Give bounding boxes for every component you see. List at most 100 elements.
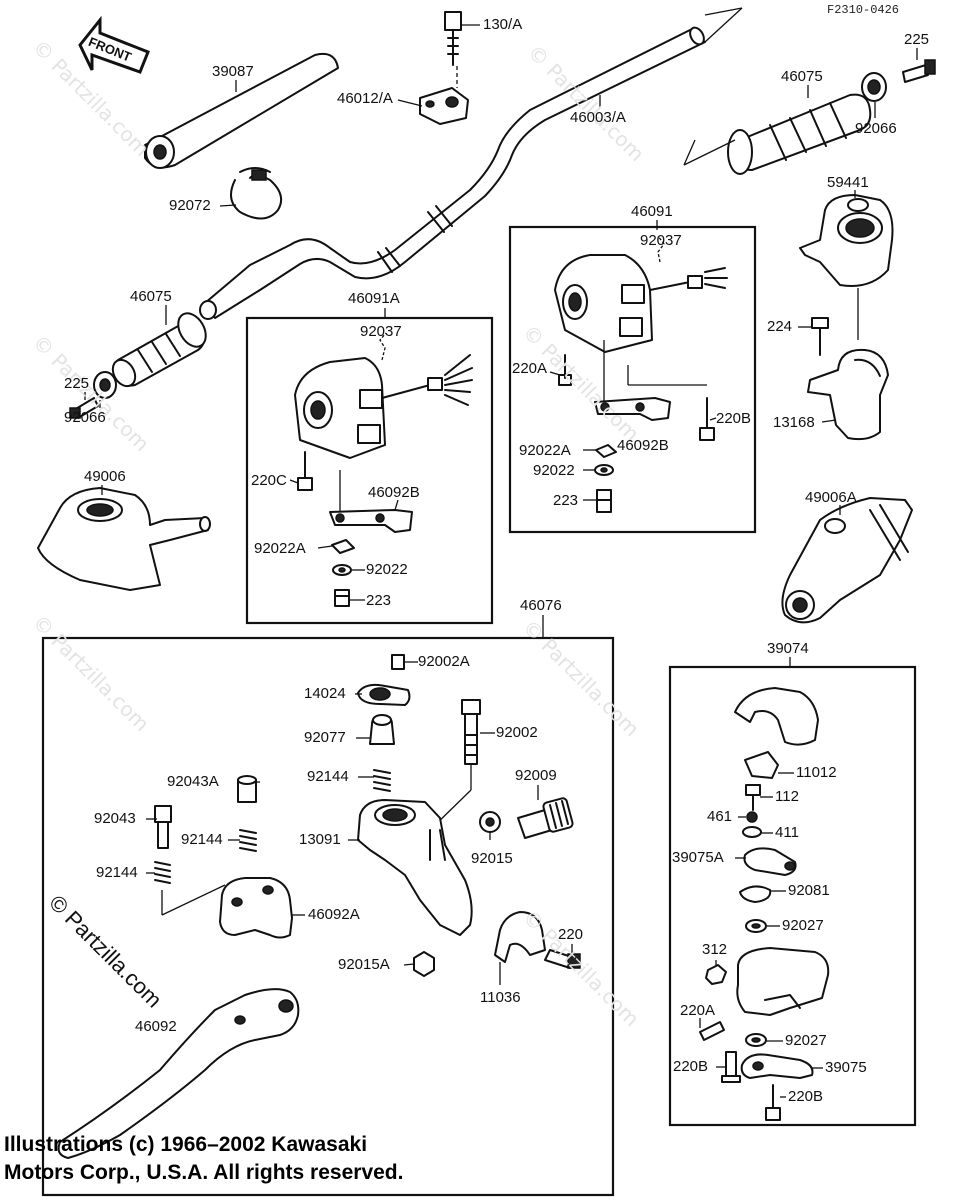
label-92002A: 92002A bbox=[418, 653, 470, 670]
label-220B-lower-b: 220B bbox=[788, 1088, 824, 1105]
spring-411 bbox=[742, 826, 762, 838]
bracket-46092B-left bbox=[329, 470, 413, 533]
washer-92027-a bbox=[745, 919, 767, 933]
screw-220B-lower-a bbox=[721, 1051, 741, 1083]
label-13168: 13168 bbox=[773, 414, 815, 431]
label-92144-c: 92144 bbox=[96, 864, 138, 881]
label-92027-a: 92027 bbox=[782, 917, 824, 934]
group-box-46076 bbox=[41, 636, 615, 1197]
knob-11012 bbox=[744, 751, 779, 779]
spring-92144-a bbox=[373, 769, 391, 792]
label-59441: 59441 bbox=[827, 174, 869, 191]
label-49006A: 49006A bbox=[805, 489, 857, 506]
adjuster-92009 bbox=[517, 797, 574, 839]
spring-92081 bbox=[739, 885, 772, 903]
clamp-92072 bbox=[230, 167, 283, 220]
weight-92066-top bbox=[861, 72, 887, 102]
switch-housing-46091 bbox=[554, 235, 728, 353]
screw-92002A bbox=[391, 654, 405, 670]
master-cylinder-13091 bbox=[357, 799, 473, 936]
screw-220B-right bbox=[627, 365, 715, 441]
label-220C: 220C bbox=[251, 472, 287, 489]
throttle-case-59441 bbox=[799, 194, 894, 340]
label-461: 461 bbox=[707, 808, 733, 825]
grip-46075-left bbox=[111, 312, 207, 388]
group-box-46091A bbox=[245, 316, 494, 625]
pin-92043A bbox=[237, 775, 257, 803]
label-46012A: 46012/A bbox=[337, 90, 393, 107]
lever-cover-49006A bbox=[781, 497, 913, 624]
screw-224 bbox=[811, 317, 829, 356]
label-92144-b: 92144 bbox=[181, 831, 223, 848]
label-49006: 49006 bbox=[84, 468, 126, 485]
washer-92022A-left bbox=[331, 539, 355, 554]
ball-461 bbox=[746, 811, 758, 823]
label-92022-right: 92022 bbox=[533, 462, 575, 479]
washer-92022-right bbox=[594, 464, 614, 476]
nut-92015A bbox=[413, 951, 435, 977]
bolt-92002 bbox=[429, 699, 481, 831]
label-92022A-left: 92022A bbox=[254, 540, 306, 557]
screw-220A-right bbox=[558, 354, 572, 386]
label-411: 411 bbox=[775, 824, 799, 841]
label-11012: 11012 bbox=[796, 764, 837, 781]
piston-92077 bbox=[369, 714, 395, 745]
throttle-cover-13168 bbox=[807, 348, 889, 441]
label-46075-left: 46075 bbox=[130, 288, 172, 305]
screw-220C bbox=[297, 451, 313, 491]
label-39074: 39074 bbox=[767, 640, 809, 657]
label-11036: 11036 bbox=[480, 989, 521, 1006]
lever-cover-49006 bbox=[37, 487, 211, 591]
spring-92144-c bbox=[154, 861, 226, 916]
switch-cover-39074 bbox=[734, 687, 819, 746]
label-46091: 46091 bbox=[631, 203, 673, 220]
label-92002: 92002 bbox=[496, 724, 538, 741]
contact-39075A bbox=[743, 847, 797, 876]
label-92043A: 92043A bbox=[167, 773, 219, 790]
label-112: 112 bbox=[775, 788, 799, 805]
group-box-46091 bbox=[508, 225, 757, 534]
washer-92022-left bbox=[332, 564, 352, 576]
label-223-left: 223 bbox=[366, 592, 392, 609]
label-92037-right: 92037 bbox=[640, 232, 682, 249]
label-220B-right: 220B bbox=[716, 410, 752, 427]
screw-112 bbox=[745, 784, 761, 811]
gear-92015 bbox=[479, 811, 501, 833]
label-13091: 13091 bbox=[299, 831, 341, 848]
label-92015: 92015 bbox=[471, 850, 513, 867]
clamp-11036 bbox=[494, 911, 546, 963]
label-92015A: 92015A bbox=[338, 956, 390, 973]
label-92009: 92009 bbox=[515, 767, 557, 784]
weight-92066-left bbox=[93, 371, 117, 399]
handlebar-46003A bbox=[199, 7, 743, 320]
screw-225-left bbox=[69, 397, 99, 419]
label-220-lower: 220 bbox=[558, 926, 584, 943]
label-39075: 39075 bbox=[825, 1059, 867, 1076]
label-312: 312 bbox=[702, 941, 728, 958]
screw-223-right bbox=[596, 489, 612, 513]
leader-lines bbox=[84, 24, 918, 1098]
label-224: 224 bbox=[767, 318, 793, 335]
label-92077: 92077 bbox=[304, 729, 346, 746]
screw-223-left bbox=[334, 589, 350, 607]
label-225-top: 225 bbox=[904, 31, 930, 48]
label-46003A: 46003/A bbox=[570, 109, 626, 126]
bracket-46092A bbox=[219, 877, 293, 939]
label-46091A: 46091A bbox=[348, 290, 400, 307]
cap-14024 bbox=[357, 683, 411, 706]
label-39075A: 39075A bbox=[672, 849, 724, 866]
label-39087: 39087 bbox=[212, 63, 254, 80]
grip-46075-right bbox=[683, 93, 872, 175]
label-92081: 92081 bbox=[788, 882, 830, 899]
label-92066-top: 92066 bbox=[855, 120, 897, 137]
diagram-code: F2310-0426 bbox=[827, 3, 900, 17]
label-46076: 46076 bbox=[520, 597, 562, 614]
copyright-line-2: Motors Corp., U.S.A. All rights reserved… bbox=[4, 1161, 404, 1184]
label-223-right: 223 bbox=[553, 492, 579, 509]
label-220A-lower: 220A bbox=[680, 1002, 716, 1019]
grip-39087 bbox=[144, 52, 339, 169]
label-46075-top: 46075 bbox=[781, 68, 823, 85]
label-92043: 92043 bbox=[94, 810, 136, 827]
